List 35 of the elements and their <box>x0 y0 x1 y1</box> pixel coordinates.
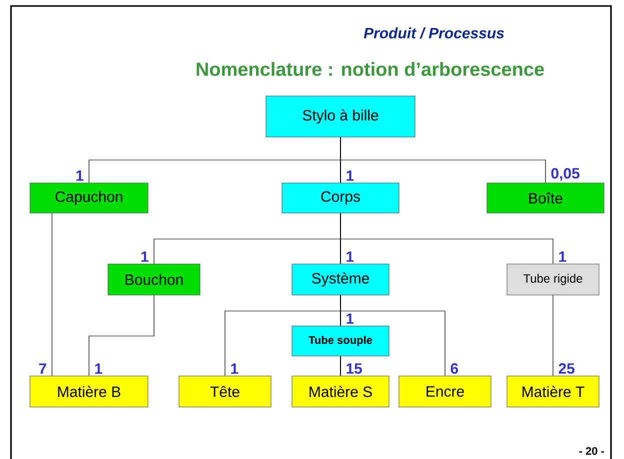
quantity-label: 0,05 <box>550 167 581 182</box>
component-box: Capuchon <box>30 182 148 214</box>
component-box: Tube rigide <box>506 264 600 296</box>
material-box: Matière S <box>292 376 390 408</box>
component-box: Boîte <box>486 182 604 214</box>
connector-line <box>340 294 446 376</box>
subtitle: Nomenclature : notion d’arborescence <box>196 62 544 76</box>
quantity-label: 1 <box>93 362 104 375</box>
page-number: - 20 - <box>579 447 604 455</box>
quantity-label: 1 <box>229 362 240 375</box>
quantity-label: 1 <box>344 169 356 182</box>
connector-line <box>340 136 546 184</box>
quantity-label: 1 <box>344 312 356 325</box>
quantity-label: 1 <box>557 250 568 263</box>
material-box: Tête <box>178 376 272 408</box>
quantity-label: 6 <box>449 362 460 375</box>
component-box: Bouchon <box>108 264 200 296</box>
quantity-label: 1 <box>344 250 356 263</box>
quantity-label: 1 <box>139 250 150 263</box>
quantity-label: 25 <box>557 362 576 375</box>
connector-line <box>340 356 341 376</box>
component-box: Système <box>292 264 390 296</box>
connector-line <box>88 294 154 376</box>
material-box: Matière T <box>506 376 600 408</box>
component-box: Corps <box>282 182 400 214</box>
quantity-label: 15 <box>344 362 364 375</box>
material-box: Encre <box>398 376 492 408</box>
component-box: Tube souple <box>292 326 390 356</box>
component-box: Stylo à bille <box>266 96 416 138</box>
material-box: Matière B <box>30 376 148 408</box>
connector-line <box>552 294 554 376</box>
title: Produit / Processus <box>364 27 504 39</box>
quantity-label: 7 <box>37 362 48 375</box>
connector-line <box>340 212 554 264</box>
quantity-label: 1 <box>74 169 85 182</box>
